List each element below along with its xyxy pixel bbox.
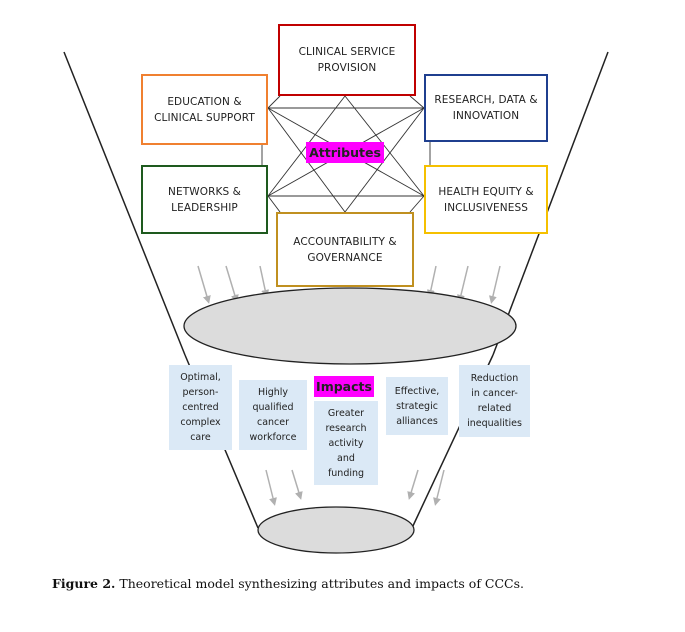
impact-item-research: Greater research activity and funding [314, 401, 378, 485]
arrow-down-7 [265, 469, 277, 506]
funnel-middle-ellipse [183, 287, 517, 365]
impact-item-workforce: Highly qualified cancer workforce [239, 380, 307, 450]
education-box: EDUCATION & CLINICAL SUPPORT [141, 74, 268, 145]
arrow-down-8 [291, 469, 303, 500]
research-box: RESEARCH, DATA & INNOVATION [424, 74, 548, 142]
arrow-down-2 [225, 265, 239, 303]
lower-arrows [265, 469, 445, 506]
arrow-down-4 [426, 265, 437, 298]
attribute-connections [261, 95, 431, 213]
networks-box: NETWORKS & LEADERSHIP [141, 165, 268, 234]
impacts-label: Impacts [314, 376, 374, 397]
figure-caption-label: Figure 2. [52, 576, 116, 591]
arrow-down-10 [433, 469, 445, 506]
arrow-down-3 [259, 265, 270, 298]
attributes-label: Attributes [306, 142, 384, 163]
arrow-down-5 [457, 265, 469, 303]
upper-arrows [197, 265, 501, 304]
arrow-down-9 [407, 469, 419, 500]
figure-caption-text: Theoretical model synthesizing attribute… [115, 576, 525, 591]
funnel-right-edge [492, 51, 609, 356]
arrow-down-1 [197, 265, 211, 304]
arrow-down-6 [489, 265, 501, 304]
impact-item-alliances: Effective, strategic alliances [386, 377, 448, 435]
figure-caption: Figure 2. Theoretical model synthesizing… [52, 576, 524, 591]
health-equity-box: HEALTH EQUITY & INCLUSIVENESS [424, 165, 548, 234]
accountability-box: ACCOUNTABILITY & GOVERNANCE [276, 212, 414, 287]
clinical-service-box: CLINICAL SERVICE PROVISION [278, 24, 416, 96]
impact-item-care: Optimal, person- centred complex care [169, 365, 232, 450]
impact-item-inequalities: Reduction in cancer- related inequalitie… [459, 365, 530, 437]
funnel-left-edge [63, 51, 186, 356]
funnel-bottom-ellipse [257, 506, 415, 554]
